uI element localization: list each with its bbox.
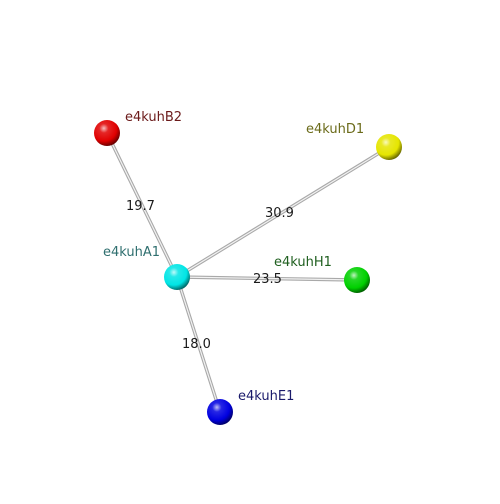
node-e4kuhH1: [344, 267, 370, 293]
edge-highlight-A1-E1: [176, 276, 221, 413]
node-label-e4kuhD1: e4kuhD1: [306, 122, 365, 137]
node-label-e4kuhE1: e4kuhE1: [238, 389, 295, 404]
edge-label-A1-E1: 18.0: [182, 337, 211, 352]
edge-layer: [105, 131, 391, 414]
edge-label-A1-B2: 19.7: [126, 199, 155, 214]
edge-highlight-A1-D1: [176, 146, 390, 278]
node-e4kuhE1: [207, 399, 233, 425]
node-label-e4kuhB2: e4kuhB2: [125, 110, 183, 125]
edge-label-A1-D1: 30.9: [265, 206, 294, 221]
edge-highlight-A1-B2: [106, 132, 178, 278]
node-e4kuhB2: [94, 120, 120, 146]
edge-label-A1-H1: 23.5: [253, 272, 282, 287]
node-label-e4kuhH1: e4kuhH1: [274, 255, 332, 270]
node-layer: [94, 120, 402, 425]
node-e4kuhA1: [164, 264, 190, 290]
edge-highlight-A1-H1: [176, 276, 358, 281]
node-e4kuhD1: [376, 134, 402, 160]
node-label-e4kuhA1: e4kuhA1: [103, 245, 161, 260]
